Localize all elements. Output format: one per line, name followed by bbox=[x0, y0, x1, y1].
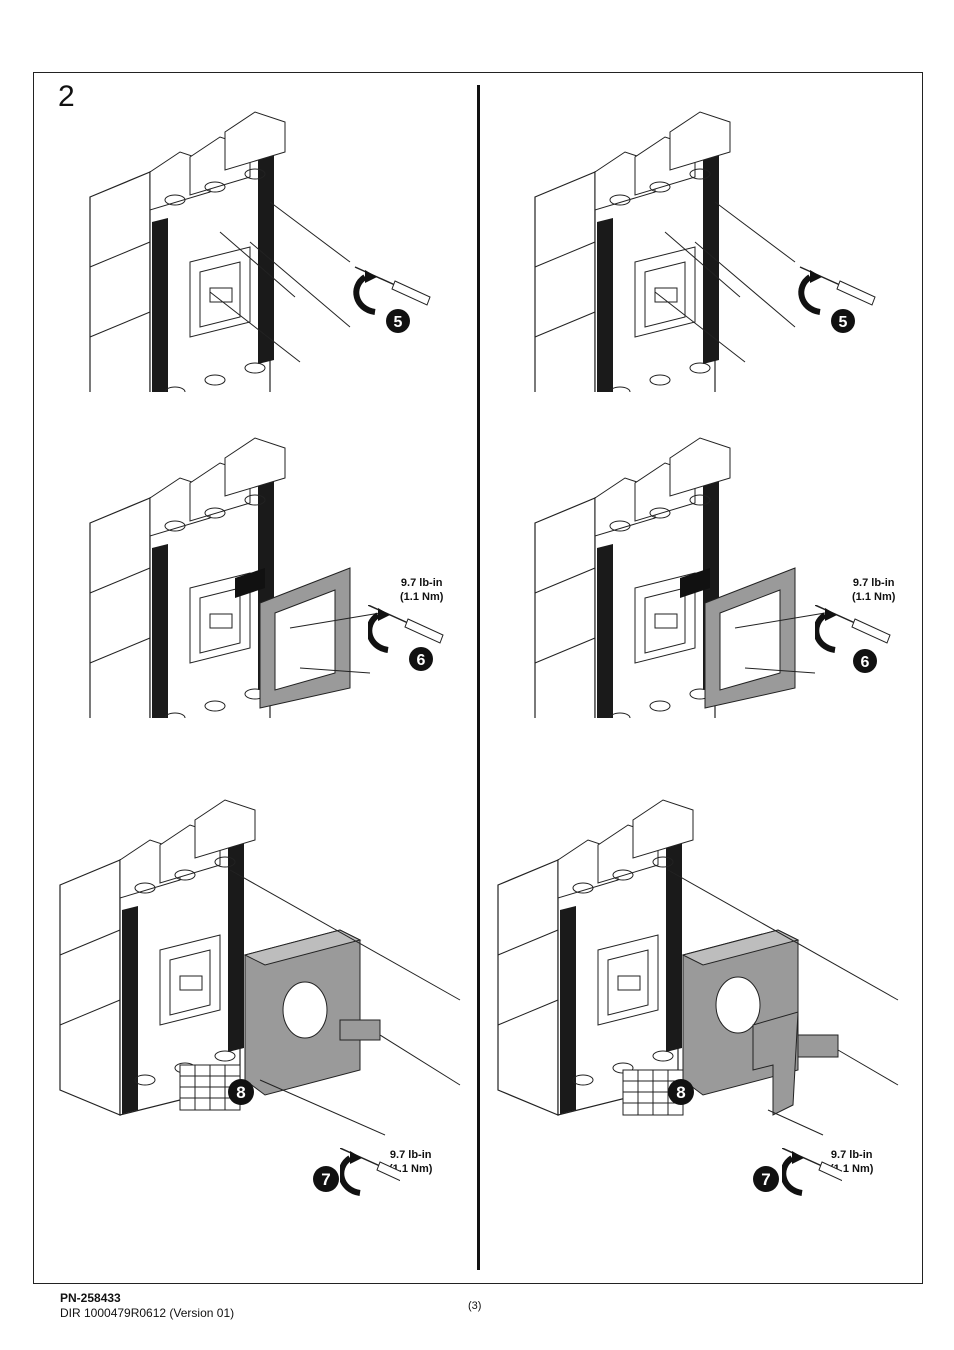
step-badge-7-left: 7 bbox=[312, 1165, 340, 1193]
torque-label-middle-left: 9.7 lb-in(1.1 Nm) bbox=[400, 577, 444, 603]
figure-bottom-right bbox=[468, 780, 908, 1140]
svg-text:6: 6 bbox=[861, 654, 870, 671]
footer-part-number: PN-258433 bbox=[60, 1291, 121, 1305]
column-divider bbox=[477, 85, 480, 1270]
svg-text:5: 5 bbox=[839, 314, 848, 331]
figure-bottom-left bbox=[30, 780, 470, 1140]
torque-label-middle-right: 9.7 lb-in(1.1 Nm) bbox=[852, 577, 896, 603]
figure-middle-right bbox=[505, 418, 885, 718]
svg-text:6: 6 bbox=[417, 652, 426, 669]
step-badge-7-right: 7 bbox=[752, 1165, 780, 1193]
svg-text:7: 7 bbox=[761, 1170, 770, 1189]
figure-top-left bbox=[60, 92, 440, 392]
step-badge-5-right: 5 bbox=[830, 308, 856, 334]
screwdriver-icon-bottom-right bbox=[782, 1148, 842, 1198]
footer-page-number: (3) bbox=[468, 1300, 482, 1312]
screwdriver-icon-bottom-left bbox=[340, 1148, 400, 1198]
svg-text:8: 8 bbox=[236, 1083, 245, 1102]
svg-text:7: 7 bbox=[321, 1170, 330, 1189]
footer-document-ref: DIR 1000479R0612 (Version 01) bbox=[60, 1306, 235, 1320]
step-number: 2 bbox=[58, 80, 75, 113]
svg-text:5: 5 bbox=[394, 314, 403, 331]
step-badge-6-left: 6 bbox=[408, 646, 434, 672]
page-frame bbox=[33, 72, 923, 1284]
svg-text:8: 8 bbox=[676, 1083, 685, 1102]
label-badge-8-left: 8 bbox=[227, 1078, 255, 1106]
step-badge-5-left: 5 bbox=[385, 308, 411, 334]
step-badge-6-right: 6 bbox=[852, 648, 878, 674]
figure-middle-left bbox=[60, 418, 440, 718]
figure-top-right bbox=[505, 92, 885, 392]
label-badge-8-right: 8 bbox=[667, 1078, 695, 1106]
